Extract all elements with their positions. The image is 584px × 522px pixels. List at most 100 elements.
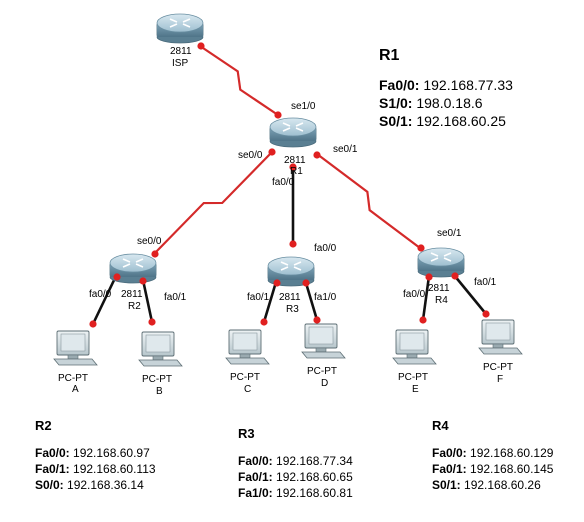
- r3-fa01-dot: [273, 279, 281, 287]
- r4-row-ip: 192.168.60.145: [466, 462, 554, 476]
- r2-fa01-label: fa0/1: [164, 292, 187, 303]
- pc-e-icon[interactable]: [392, 329, 437, 365]
- link-r1-r2: [153, 151, 273, 255]
- r1-row-ip: 192.168.77.33: [419, 77, 513, 93]
- pc-a-type-label: PC-PT: [58, 373, 88, 384]
- r2-table-title: R2: [35, 418, 52, 433]
- pc-f-icon[interactable]: [478, 319, 523, 355]
- r1-row-s10: S1/0: 198.0.18.6: [379, 94, 513, 112]
- r4-fa01-label: fa0/1: [474, 277, 497, 288]
- r4-router-icon[interactable]: [417, 247, 465, 278]
- r2-model-label: 2811: [121, 289, 143, 300]
- links-layer: [91, 45, 488, 325]
- r1-row-iface: Fa0/0:: [379, 77, 420, 93]
- r3-table-title: R3: [238, 426, 255, 441]
- r4-row: Fa0/0: 192.168.60.129: [432, 445, 553, 461]
- r1-se00-dot: [268, 148, 276, 156]
- link-r4-pcf: [452, 274, 488, 315]
- link-r1-r4: [316, 153, 421, 249]
- r1-row-s01: S0/1: 192.168.60.25: [379, 112, 513, 130]
- pc-d-name-label: D: [321, 378, 329, 389]
- r4-table-title: R4: [432, 418, 449, 433]
- r4-row: S0/1: 192.168.60.26: [432, 477, 553, 493]
- r4-row-iface: Fa0/1:: [432, 462, 467, 476]
- r3-fa10-label: fa1/0: [314, 292, 337, 303]
- pc-e-type-label: PC-PT: [398, 372, 428, 383]
- r1-row-ip: 192.168.60.25: [412, 113, 506, 129]
- r2-row: S0/0: 192.168.36.14: [35, 477, 156, 493]
- pc-e-name-label: E: [412, 384, 419, 395]
- isp-router-icon[interactable]: [156, 13, 204, 44]
- link-isp-r1: [199, 45, 279, 116]
- r2-fa00-dot: [113, 273, 121, 281]
- pc-b-type-label: PC-PT: [142, 374, 172, 385]
- isp-model-label: 2811: [170, 46, 192, 57]
- pc-b-icon[interactable]: [138, 331, 183, 367]
- r1-se01-dot: [313, 151, 321, 159]
- pc-f-type-label: PC-PT: [483, 362, 513, 373]
- r2-row-ip: 192.168.36.14: [63, 478, 144, 492]
- r1-table-title: R1: [379, 47, 400, 64]
- r4-row-ip: 192.168.60.26: [460, 478, 541, 492]
- r4-fa00-dot: [425, 273, 433, 281]
- pc-c-icon[interactable]: [225, 329, 270, 365]
- r3-name-label: R3: [286, 304, 299, 315]
- r3-fa10-dot: [302, 279, 310, 287]
- r3-address-table: R3 Fa0/0: 192.168.77.34 Fa0/1: 192.168.6…: [238, 426, 353, 501]
- r3-row-iface: Fa1/0:: [238, 486, 273, 500]
- r1-se00-label: se0/0: [238, 150, 263, 161]
- r1-se10-label: se1/0: [291, 101, 316, 112]
- pcd-port-dot: [313, 316, 321, 324]
- r3-model-label: 2811: [279, 292, 301, 303]
- r2-fa00-label: fa0/0: [89, 289, 112, 300]
- r1-row-fa00: Fa0/0: 192.168.77.33: [379, 76, 513, 94]
- pc-a-name-label: A: [72, 384, 79, 395]
- r3-row-iface: Fa0/0:: [238, 454, 273, 468]
- r2-se00-label: se0/0: [137, 236, 162, 247]
- r2-name-label: R2: [128, 301, 141, 312]
- port-dots-layer: [89, 42, 490, 328]
- r2-row: Fa0/1: 192.168.60.113: [35, 461, 156, 477]
- r4-address-table: R4 Fa0/0: 192.168.60.129 Fa0/1: 192.168.…: [432, 418, 553, 493]
- pc-c-type-label: PC-PT: [230, 372, 260, 383]
- r3-row-iface: Fa0/1:: [238, 470, 273, 484]
- pcf-port-dot: [482, 310, 490, 318]
- r3-fa01-label: fa0/1: [247, 292, 270, 303]
- r4-row-iface: Fa0/0:: [432, 446, 467, 460]
- r2-fa01-dot: [139, 277, 147, 285]
- r1-name-label: R1: [290, 166, 303, 177]
- r3-fa00-dot: [289, 240, 297, 248]
- pc-c-name-label: C: [244, 384, 252, 395]
- r1-router-icon[interactable]: [269, 117, 317, 148]
- pc-b-name-label: B: [156, 386, 163, 397]
- link-r2-pca: [91, 275, 118, 325]
- link-r3-pcc: [262, 281, 278, 323]
- r4-row-iface: S0/1:: [432, 478, 461, 492]
- r1-row-ip: 198.0.18.6: [412, 95, 483, 111]
- pc-a-icon[interactable]: [53, 330, 98, 366]
- pc-d-icon[interactable]: [301, 323, 346, 359]
- r1-se10-dot: [274, 111, 282, 119]
- pc-f-name-label: F: [497, 374, 504, 385]
- r1-row-iface: S1/0:: [379, 95, 413, 111]
- r4-fa01-dot: [451, 272, 459, 280]
- link-r3-pcd: [304, 282, 319, 321]
- r2-row-iface: S0/0:: [35, 478, 64, 492]
- r3-row-ip: 192.168.60.65: [272, 470, 353, 484]
- isp-name-label: ISP: [172, 58, 189, 69]
- pce-port-dot: [419, 316, 427, 324]
- pcb-port-dot: [148, 318, 156, 326]
- r4-fa00-label: fa0/0: [403, 289, 426, 300]
- r4-row: Fa0/1: 192.168.60.145: [432, 461, 553, 477]
- r2-row-iface: Fa0/0:: [35, 446, 70, 460]
- r3-row-ip: 192.168.77.34: [272, 454, 353, 468]
- r1-address-table: R1 Fa0/0: 192.168.77.33 S1/0: 198.0.18.6…: [379, 47, 513, 130]
- pcc-port-dot: [260, 318, 268, 326]
- r2-row-iface: Fa0/1:: [35, 462, 70, 476]
- r3-row-ip: 192.168.60.81: [272, 486, 353, 500]
- pc-d-type-label: PC-PT: [307, 366, 337, 377]
- r3-row: Fa0/1: 192.168.60.65: [238, 469, 353, 485]
- r1-row-iface: S0/1:: [379, 113, 413, 129]
- isp-port-dot: [197, 42, 205, 50]
